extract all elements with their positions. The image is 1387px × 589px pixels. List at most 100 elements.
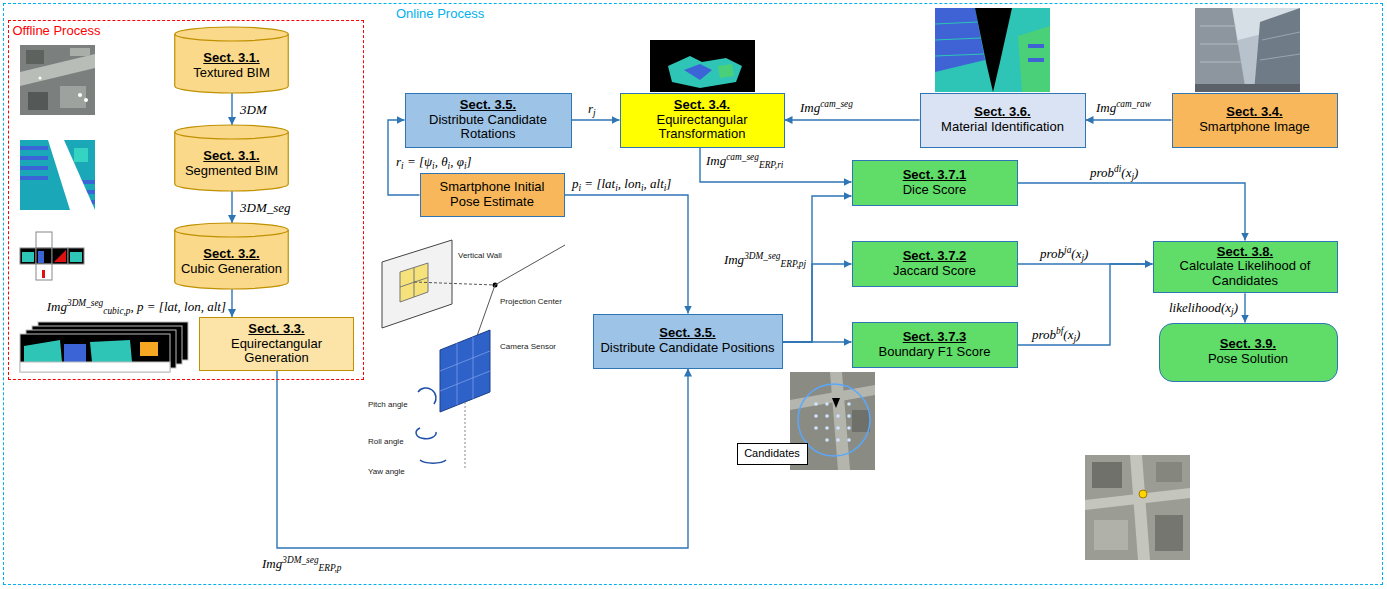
smartphone-photo — [1200, 26, 1236, 27]
box-label: Segmented BIM — [185, 164, 278, 179]
math-text: ] — [467, 154, 472, 169]
cubic-map-thumbnail — [42, 270, 45, 278]
connector-arrow — [785, 119, 920, 120]
math-text: , alt — [644, 176, 664, 191]
section-number: Sect. 3.7.3 — [903, 330, 967, 345]
pose-solution-aerial-photo — [1085, 455, 1190, 560]
score-box: Sect. 3.7.3Boundary F1 Score — [852, 322, 1018, 368]
database-cylinder: Sect. 3.2.Cubic Generation — [174, 223, 289, 289]
illustration-label: Camera Sensor — [500, 342, 556, 351]
illustration-label: Vertical Wall — [458, 251, 502, 260]
cubic-map-thumbnail — [20, 248, 36, 264]
section-number: Sect. 3.1. — [203, 149, 259, 164]
process-box: Sect. 3.5.Distribute Candidate Rotations — [405, 93, 572, 148]
edge-label-anchor: Imgcam_raw — [1096, 98, 1151, 116]
connector-arrow — [783, 341, 852, 342]
math-text: (x — [1071, 246, 1081, 261]
candidate-map — [847, 426, 851, 430]
material-segmentation-image — [935, 38, 981, 40]
edge-label: Img3DM_segcubic,p, p = [lat, lon, alt] — [47, 299, 226, 314]
camera-geometry-illustration — [382, 240, 452, 328]
material-segmentation-image — [935, 54, 984, 56]
input-box: Sect. 3.4.Smartphone Image — [1172, 93, 1338, 148]
box-label: Cubic Generation — [181, 262, 282, 277]
connector-arrow — [231, 93, 232, 125]
subscript: j — [593, 108, 596, 118]
box-label: Equirectangular Transformation — [627, 113, 778, 143]
segmented-bim-thumbnail — [20, 146, 48, 150]
pose-solution-aerial-photo — [1156, 462, 1182, 482]
cubic-map-thumbnail — [36, 248, 52, 264]
callout-box: Candidates — [737, 443, 808, 465]
edge-label: Imgcam_segERP,ri — [706, 153, 783, 168]
edge-label: Img3DM_segERP,p — [262, 556, 342, 571]
camera-geometry-illustration — [457, 343, 458, 405]
math-text: ) — [1076, 327, 1080, 342]
edge-label: pi = [lati, loni, alti] — [572, 176, 671, 191]
process-box: Sect. 3.6.Material Identification — [920, 93, 1086, 148]
section-number: Sect. 3.3. — [248, 322, 304, 337]
edge-label: Img3DM_segERP,pj — [724, 252, 806, 267]
box-label: Calculate Likelihood of Candidates — [1160, 259, 1331, 289]
edge-label-anchor: 3DM_seg — [240, 198, 291, 216]
candidate-map — [825, 414, 829, 418]
candidate-map — [814, 414, 818, 418]
equirectangular-segmented-image — [650, 40, 755, 92]
math-text: Img — [800, 100, 820, 115]
camera-geometry-illustration — [440, 330, 490, 412]
box-label: Pose Solution — [1208, 352, 1288, 367]
superscript: di — [1114, 164, 1121, 174]
segmented-bim-thumbnail — [48, 140, 95, 210]
edge-label: likelihood(xj) — [1169, 300, 1238, 315]
edge-label-anchor: Img3DM_segERP,p — [262, 554, 342, 573]
cubic-map-thumbnail — [68, 248, 84, 264]
aerial-photo-thumbnail — [70, 48, 90, 56]
edge-label-anchor: rj — [588, 99, 596, 118]
connector-arrow — [231, 289, 232, 317]
edge-label: rj — [588, 101, 596, 116]
superscript: cam_seg — [726, 152, 759, 162]
subscript: i — [641, 183, 644, 193]
smartphone-photo — [1195, 8, 1246, 92]
superscript: cam_seg — [820, 99, 853, 109]
box-label: Smartphone Initial Pose Estimate — [427, 180, 558, 210]
superscript: cam_raw — [1116, 99, 1151, 109]
camera-geometry-illustration — [416, 428, 436, 439]
section-number: Sect. 3.8. — [1217, 245, 1273, 260]
segmented-bim-thumbnail — [20, 176, 48, 180]
subscript: j — [1231, 307, 1234, 317]
pose-solution-aerial-photo — [1092, 462, 1122, 488]
segmented-bim-thumbnail — [20, 140, 95, 210]
connector-arrow — [783, 264, 852, 342]
math-text: Img — [1096, 100, 1116, 115]
connector-arrow — [700, 148, 852, 183]
section-number: Sect. 3.1. — [203, 51, 259, 66]
illustration-label-anchor: Yaw angle — [368, 460, 405, 478]
illustration-label-anchor: Pitch angle — [368, 393, 408, 411]
segmented-bim-thumbnail — [20, 156, 48, 160]
material-segmentation-image — [1018, 26, 1050, 92]
camera-geometry-illustration — [495, 245, 565, 285]
subscript: i — [448, 161, 451, 171]
edge-label: probja(xj) — [1040, 246, 1088, 261]
aerial-photo-thumbnail — [39, 77, 42, 80]
edge-label-anchor: probdi(xj) — [1090, 163, 1138, 182]
cubic-map-thumbnail — [70, 252, 82, 262]
camera-geometry-illustration — [440, 351, 490, 371]
pose-solution-aerial-photo — [1155, 515, 1183, 551]
score-box: Sect. 3.7.1Dice Score — [852, 160, 1018, 206]
database-cylinder-rim — [175, 132, 289, 139]
section-number: Sect. 3.4. — [674, 98, 730, 113]
segmented-bim-thumbnail — [20, 166, 48, 170]
database-cylinder-rim — [175, 230, 289, 237]
cubic-map-thumbnail — [20, 232, 84, 280]
subscript: j — [1081, 253, 1084, 263]
equirectangular-segmented-image — [650, 40, 755, 92]
section-number: Sect. 3.7.2 — [903, 249, 967, 264]
box-label: Distribute Candidate Rotations — [412, 113, 565, 143]
equirectangular-image-stack — [140, 342, 158, 356]
math-text: prob — [1032, 327, 1056, 342]
smartphone-photo — [1195, 8, 1300, 92]
